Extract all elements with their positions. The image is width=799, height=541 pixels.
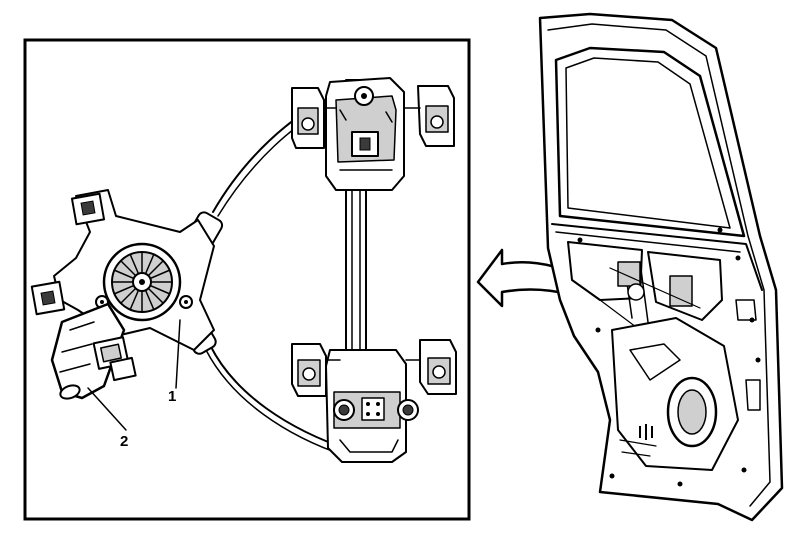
callout-2-leader [87,387,127,431]
window-motor-icon [30,189,215,400]
window-regulator-icon [182,77,457,463]
callout-1-leader [175,319,181,389]
callout-2-label: 2 [120,433,128,450]
callout-1-label: 1 [168,388,176,405]
door-icon [538,12,784,522]
